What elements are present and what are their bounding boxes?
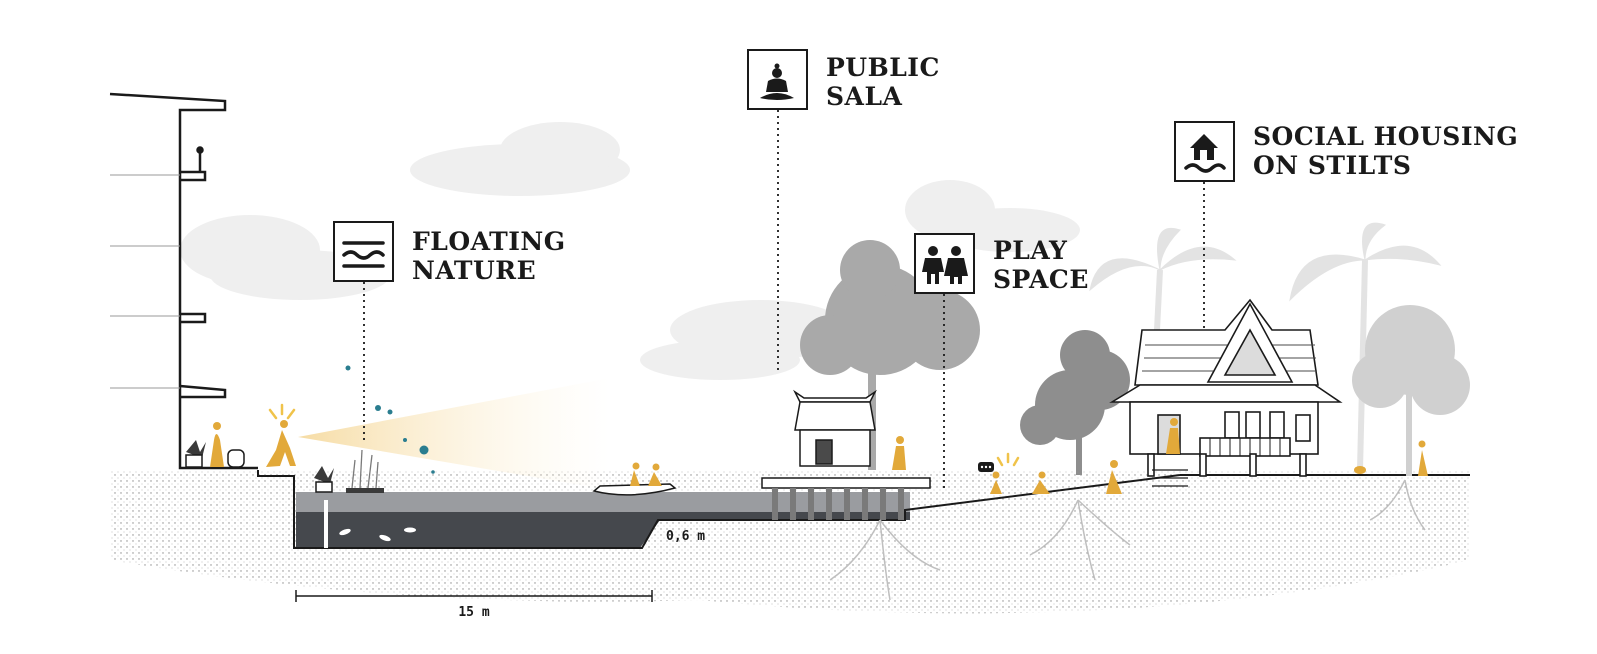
waves-icon [342, 241, 385, 268]
play-space-trees [1020, 330, 1130, 475]
view-beam [298, 378, 610, 490]
floating-particles [345, 365, 435, 474]
canal-water-deep [296, 512, 910, 548]
excitement-marks [268, 403, 296, 420]
play-figures [990, 460, 1122, 494]
play-marks [996, 452, 1020, 467]
plant-pots [185, 440, 334, 493]
house-figures [1166, 418, 1428, 476]
left-building [109, 92, 258, 470]
callout-social-housing: SOCIAL HOUSING ON STILTS [1174, 121, 1518, 182]
depth-dimension-label: 0,6 m [666, 529, 705, 544]
callout-public-sala-line1: PUBLIC [826, 53, 940, 82]
canal [257, 470, 1181, 549]
callout-play-space: PLAY SPACE [914, 233, 1089, 294]
right-tree [1352, 305, 1470, 476]
canal-outline [257, 470, 1181, 549]
callout-floating-nature-line1: FLOATING [412, 227, 566, 256]
callout-social-housing-line2: ON STILTS [1253, 151, 1411, 180]
public-sala-pavilion [761, 389, 931, 520]
leader-lines [363, 110, 1205, 488]
floating-reeds [346, 449, 384, 493]
floor-lines [110, 174, 180, 389]
callout-play-space-line1: PLAY [993, 236, 1068, 265]
figures-left [210, 420, 296, 467]
speech-bubble [978, 462, 994, 472]
buddha-icon [760, 63, 794, 100]
children-icon [922, 246, 968, 284]
boat [592, 462, 677, 496]
tree-roots [829, 479, 1426, 601]
sala-figure [892, 436, 906, 470]
callout-floating-nature: FLOATING NATURE [333, 221, 566, 285]
width-dimension-label: 15 m [458, 605, 489, 620]
callout-social-housing-line1: SOCIAL HOUSING [1253, 122, 1518, 151]
callout-public-sala: PUBLIC SALA [747, 49, 940, 111]
width-dimension-line [295, 590, 653, 602]
waves-icon-box [333, 221, 394, 282]
callout-play-space-line2: SPACE [993, 265, 1089, 294]
callout-floating-nature-line2: NATURE [412, 256, 536, 285]
stilt-house [1109, 298, 1343, 487]
house-flood-icon [1184, 134, 1226, 173]
callout-public-sala-line2: SALA [826, 82, 903, 111]
